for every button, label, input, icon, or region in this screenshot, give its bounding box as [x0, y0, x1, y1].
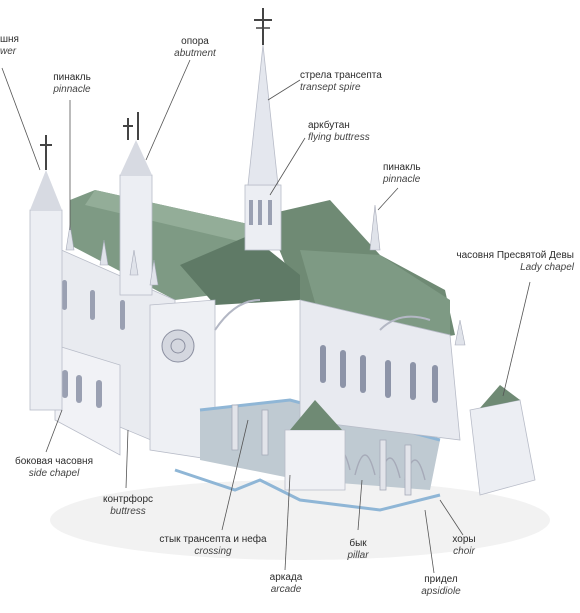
- leader-lines: [1, 59, 531, 574]
- transept-spire: [244, 8, 282, 251]
- west-tower-left: [29, 135, 63, 411]
- nave-windows: [62, 280, 125, 408]
- pinnacles: [65, 204, 466, 346]
- label-arcade: аркада arcade: [269, 572, 303, 595]
- label-pinnacle-right: пинакль pinnacle: [383, 162, 421, 185]
- label-side-chapel: боковая часовня side chapel: [15, 456, 93, 479]
- label-tower: шня wer: [0, 34, 19, 57]
- front-gable-roof: [180, 235, 300, 305]
- label-transept-spire: стрела трансепта transept spire: [300, 70, 382, 93]
- label-apsidiole: придел apsidiole: [421, 574, 461, 597]
- label-lady-chapel: часовня Пресвятой Девы Lady chapel: [456, 250, 574, 273]
- label-abutment: опора abutment: [174, 36, 216, 59]
- label-buttress: контрфорс buttress: [102, 494, 154, 517]
- pillars: [231, 404, 412, 496]
- label-pillar: бык pillar: [347, 538, 369, 561]
- label-flying-buttress: аркбутан flying buttress: [308, 120, 370, 143]
- choir-wall: [299, 299, 461, 441]
- lady-chapel: [469, 399, 536, 496]
- flying-buttresses: [214, 299, 431, 331]
- label-choir: хоры choir: [452, 534, 476, 557]
- choir-windows: [320, 345, 438, 403]
- label-crossing: стык трансепта и нефа crossing: [159, 534, 267, 557]
- rose-window: [161, 329, 195, 363]
- label-pinnacle-left: пинакль pinnacle: [53, 72, 91, 95]
- apsidiole: [284, 429, 346, 491]
